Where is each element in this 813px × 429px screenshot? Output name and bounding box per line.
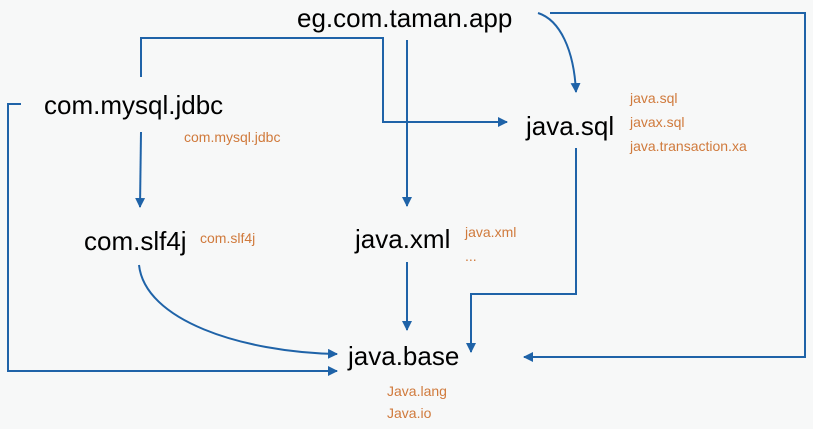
edge-app-to-sql	[537, 12, 581, 93]
module-sql-label: java.sql	[525, 111, 614, 141]
package-base-1: Java.io	[387, 405, 432, 421]
package-xml-0: java.xml	[464, 224, 516, 240]
package-sql-1: javax.sql	[629, 114, 684, 130]
module-mysql-label: com.mysql.jdbc	[44, 90, 223, 120]
module-app-label: eg.com.taman.app	[297, 3, 512, 33]
package-base-0: Java.lang	[387, 383, 447, 399]
edge-mysql-to-slf4j	[135, 131, 146, 208]
edge-sql-to-base	[466, 148, 577, 353]
edge-app-to-base	[523, 12, 806, 362]
package-mysql-0: com.mysql.jdbc	[184, 129, 280, 145]
package-sql-0: java.sql	[629, 90, 677, 106]
package-sql-2: java.transaction.xa	[629, 138, 747, 154]
edge-mysql-to-sql	[140, 37, 508, 127]
package-slf4j-0: com.slf4j	[200, 230, 255, 246]
module-xml-label: java.xml	[354, 224, 450, 254]
module-base-label: java.base	[347, 341, 459, 371]
edge-slf4j-to-base	[138, 264, 338, 359]
module-slf4j-label: com.slf4j	[84, 226, 187, 256]
edge-mysql-to-base	[7, 103, 338, 376]
package-xml-1: ...	[465, 248, 477, 264]
